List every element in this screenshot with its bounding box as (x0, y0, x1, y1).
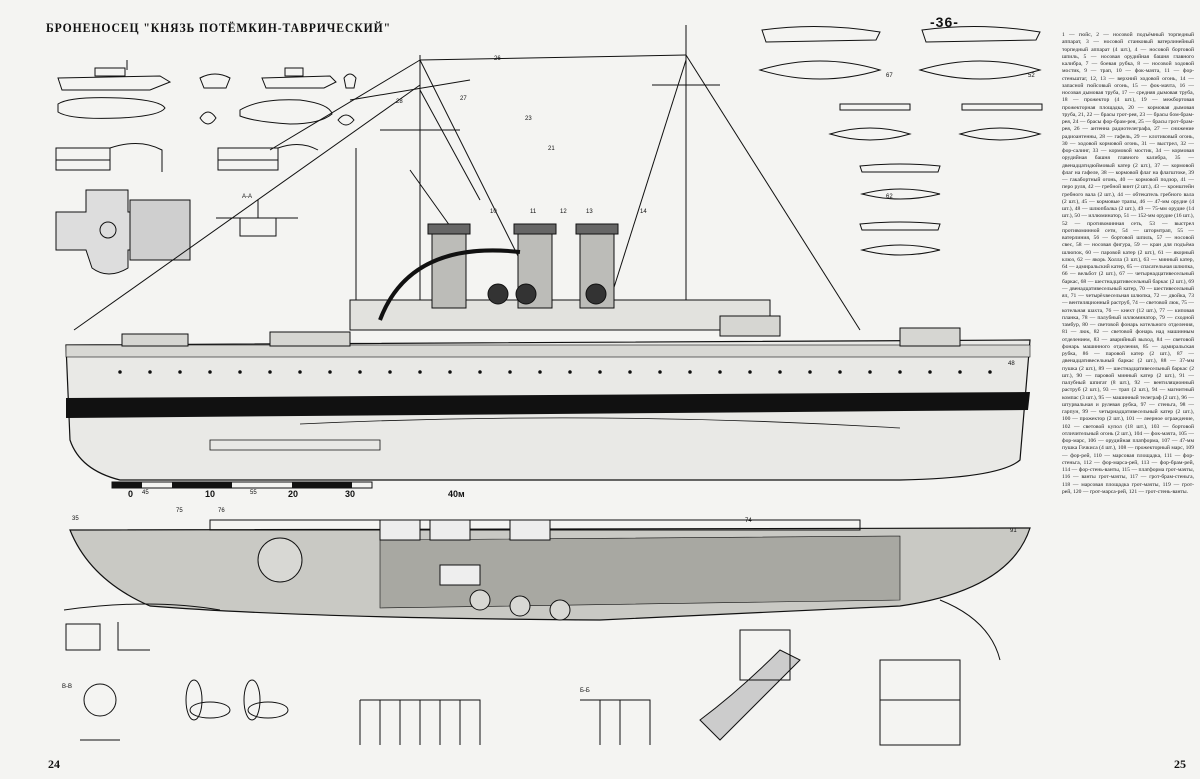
scale-tick-30: 30 (345, 489, 355, 499)
callout-label: 74 (745, 518, 752, 524)
davit-details (55, 143, 319, 172)
callout-label: 91 (1010, 528, 1017, 534)
page-number-left: 24 (48, 757, 60, 771)
scale-bar: 0 10 20 30 40м (111, 481, 465, 499)
callout-label: 27 (460, 96, 467, 102)
section-label-b: Б-Б (580, 688, 590, 694)
masts-rigging (73, 25, 861, 331)
callout-label: 28 (396, 99, 403, 105)
circled-label: 62 (886, 194, 893, 200)
sheet-title: БРОНЕНОСЕЦ "КНЯЗЬ ПОТЁМКИН-ТАВРИЧЕСКИЙ" (46, 20, 392, 35)
deck-plan (69, 519, 1031, 621)
callout-label: 48 (1008, 361, 1015, 367)
callout-label: 21 (548, 146, 555, 152)
callout-label: 10 (490, 209, 497, 215)
callout-labels: 10 11 12 13 14 26 27 23 21 28 35 45 55 4… (62, 56, 1035, 694)
bow-fitting-detail (55, 189, 191, 275)
callout-label: 75 (176, 508, 183, 514)
callout-label: 45 (142, 490, 149, 496)
circled-label: 52 (1028, 73, 1035, 79)
boat-profile-thumbnails (57, 60, 357, 126)
callout-label: 76 (218, 508, 225, 514)
circled-label: 67 (886, 73, 893, 79)
callout-label: 14 (640, 209, 647, 215)
legend-text: 1 — гюйс, 2 — носовой подъёмный торпедны… (1062, 32, 1194, 495)
page-badge: -36- (930, 14, 959, 30)
bottom-details (63, 599, 1001, 746)
hull-profile (65, 339, 1031, 481)
callout-label: 55 (250, 490, 257, 496)
page-number-right: 25 (1174, 757, 1186, 771)
scale-tick-20: 20 (288, 489, 298, 499)
section-label-a: А-А (242, 194, 252, 200)
boat-detail-column (758, 25, 1043, 256)
section-label-v: В-В (62, 684, 72, 690)
callout-label: 11 (530, 209, 537, 215)
scale-tick-40m: 40м (448, 489, 465, 499)
scale-tick-0: 0 (128, 489, 133, 499)
scale-tick-10: 10 (205, 489, 215, 499)
callout-label: 26 (494, 56, 501, 62)
superstructure (121, 223, 961, 347)
callout-label: 23 (525, 116, 532, 122)
callout-label: 12 (560, 209, 567, 215)
callout-label: 13 (586, 209, 593, 215)
section-a-a (216, 200, 298, 237)
callout-label: 35 (72, 516, 79, 522)
